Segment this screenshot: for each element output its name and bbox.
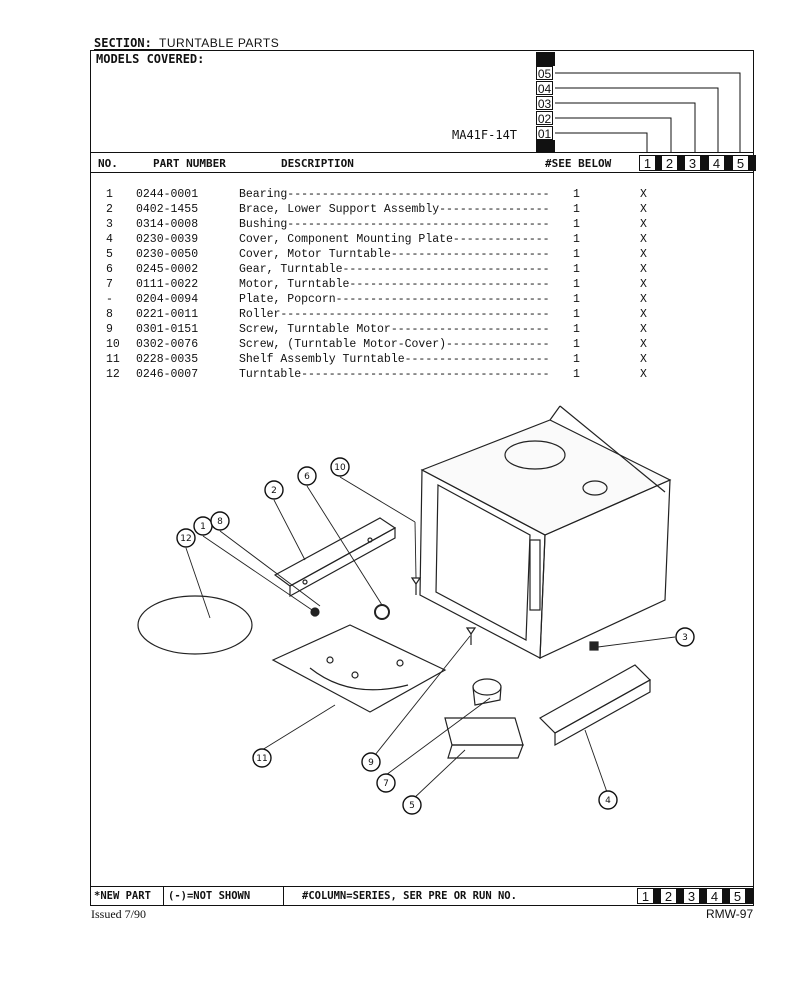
- callout-4: [598, 790, 618, 810]
- section-label: SECTION:: [94, 36, 152, 50]
- footer-column-3: 3: [683, 888, 700, 904]
- callout-label: 7: [383, 779, 389, 789]
- exploded-parts-diagram: 12 1 8 2 6 10 3 4 5 7 9 11: [137, 405, 695, 815]
- callout-label: 3: [682, 633, 688, 643]
- footer-not-shown: (-)=NOT SHOWN: [168, 890, 251, 902]
- callout-label: 8: [217, 517, 223, 527]
- footer-column-5: 5: [729, 888, 746, 904]
- callout-label: 1: [200, 522, 206, 532]
- header-rule-bottom: [90, 172, 754, 173]
- section-title: SECTION: TURNTABLE PARTS: [94, 36, 279, 50]
- header-rule-top: [90, 152, 754, 153]
- document-code: RMW-97: [706, 907, 754, 921]
- callout-10: [330, 457, 350, 477]
- column-number-1: 1: [639, 155, 656, 171]
- callout-label: 12: [180, 534, 191, 544]
- model-name: MA41F-14T: [452, 128, 518, 142]
- section-underline: [94, 49, 190, 50]
- column-divider: [701, 155, 708, 171]
- header-part-number: PART NUMBER: [153, 157, 226, 170]
- series-code-05: 05: [536, 66, 553, 81]
- callout-label: 10: [334, 463, 346, 473]
- callout-label: 11: [256, 754, 267, 764]
- callout-2: [264, 480, 284, 500]
- column-divider: [654, 888, 660, 904]
- column-number-2: 2: [661, 155, 678, 171]
- series-code-02: 02: [536, 111, 553, 126]
- oven-cabinet: [419, 405, 672, 659]
- footer-column-note: #COLUMN=SERIES, SER PRE OR RUN NO.: [302, 890, 517, 902]
- footer-divider: [283, 886, 284, 906]
- callout-11: [252, 748, 272, 768]
- column-number-3: 3: [684, 155, 701, 171]
- column-divider: [749, 155, 756, 171]
- column-divider: [746, 888, 754, 904]
- callout-label: 4: [605, 796, 611, 806]
- series-connector-lines: [555, 72, 741, 153]
- series-bar-bottom: [536, 140, 555, 152]
- column-divider: [723, 888, 729, 904]
- callout-6: [297, 466, 317, 486]
- column-divider: [700, 888, 706, 904]
- header-no: NO.: [98, 157, 118, 170]
- column-divider: [677, 155, 684, 171]
- column-divider: [655, 155, 661, 171]
- callout-label: 6: [304, 472, 310, 482]
- footer-column-1: 1: [637, 888, 654, 904]
- series-code-01: 01: [536, 126, 553, 141]
- column-divider: [677, 888, 683, 904]
- column-number-5: 5: [732, 155, 749, 171]
- callout-3: [675, 627, 695, 647]
- series-bar-top: [536, 52, 555, 66]
- header-see-below: #SEE BELOW: [545, 157, 612, 170]
- footer-new-part: *NEW PART: [94, 890, 151, 902]
- footer-column-2: 2: [660, 888, 677, 904]
- models-covered-label: MODELS COVERED:: [96, 52, 205, 66]
- footer-rule: [90, 886, 754, 887]
- callout-5: [402, 795, 422, 815]
- page-frame: [90, 50, 754, 906]
- footer-divider: [163, 886, 164, 906]
- series-code-03: 03: [536, 96, 553, 111]
- callout-label: 5: [409, 801, 415, 811]
- callout-7: [376, 773, 396, 793]
- section-value: TURNTABLE PARTS: [159, 36, 280, 50]
- callout-label: 9: [368, 758, 374, 768]
- callout-12: [176, 528, 196, 548]
- callout-label: 2: [271, 486, 277, 496]
- callout-9: [361, 752, 381, 772]
- column-number-4: 4: [708, 155, 725, 171]
- header-description: DESCRIPTION: [281, 157, 354, 170]
- column-divider: [725, 155, 732, 171]
- issued-date: Issued 7/90: [91, 907, 146, 921]
- callout-8: [210, 511, 230, 531]
- series-code-04: 04: [536, 81, 553, 96]
- footer-column-4: 4: [706, 888, 723, 904]
